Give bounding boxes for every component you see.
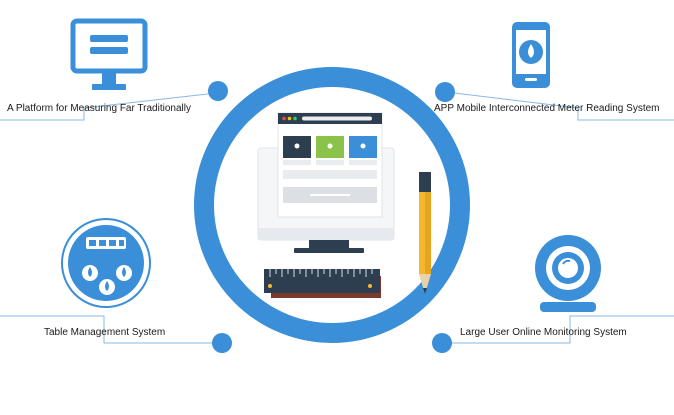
content-block-1 — [283, 170, 377, 179]
connector-bottom-right — [442, 315, 674, 344]
monitor-stand — [294, 248, 364, 253]
browser-close-dot — [282, 116, 286, 121]
card-green-dot — [327, 143, 333, 149]
browser-min-dot — [287, 116, 292, 121]
card-green-caption — [316, 160, 344, 165]
card-navy-dot — [294, 143, 300, 149]
feature-label-online-monitoring: Large User Online Monitoring System — [460, 327, 627, 338]
water-meter-icon — [61, 218, 151, 308]
mobile-phone-icon — [512, 22, 550, 88]
monitor-bezel — [258, 228, 394, 240]
card-blue-caption — [349, 160, 377, 165]
webcam-icon — [535, 235, 601, 312]
ruler — [264, 269, 380, 293]
connector-dot-bottom-right — [432, 333, 452, 353]
connector-dot-top-right — [435, 82, 455, 102]
pencil — [419, 172, 431, 294]
feature-label-table-management: Table Management System — [44, 327, 166, 338]
ruler-ticks — [269, 269, 373, 277]
connector-top-left — [0, 91, 226, 121]
connector-dot-top-left — [208, 81, 228, 101]
connector-dot-bottom-left — [212, 333, 232, 353]
computer-with-ruler-and-pencil-icon — [257, 112, 431, 298]
browser-max-dot — [293, 116, 297, 121]
feature-label-mobile-meter-reading: APP Mobile Interconnected Meter Reading … — [434, 103, 660, 114]
card-blue-dot — [360, 143, 366, 149]
card-navy-caption — [283, 160, 311, 165]
center-ring — [194, 67, 470, 343]
connector-bottom-left — [0, 315, 222, 344]
ruler-dot-left — [268, 284, 272, 288]
browser-address-bar — [302, 116, 372, 121]
ruler-dot-right — [368, 284, 372, 288]
feature-label-measuring-platform: A Platform for Measuring Far Traditional… — [7, 103, 191, 114]
monitor-neck — [309, 240, 349, 248]
monitor-icon — [70, 18, 148, 90]
connector-top-right — [445, 91, 674, 121]
connector-lines — [0, 91, 674, 344]
content-line — [310, 194, 350, 196]
